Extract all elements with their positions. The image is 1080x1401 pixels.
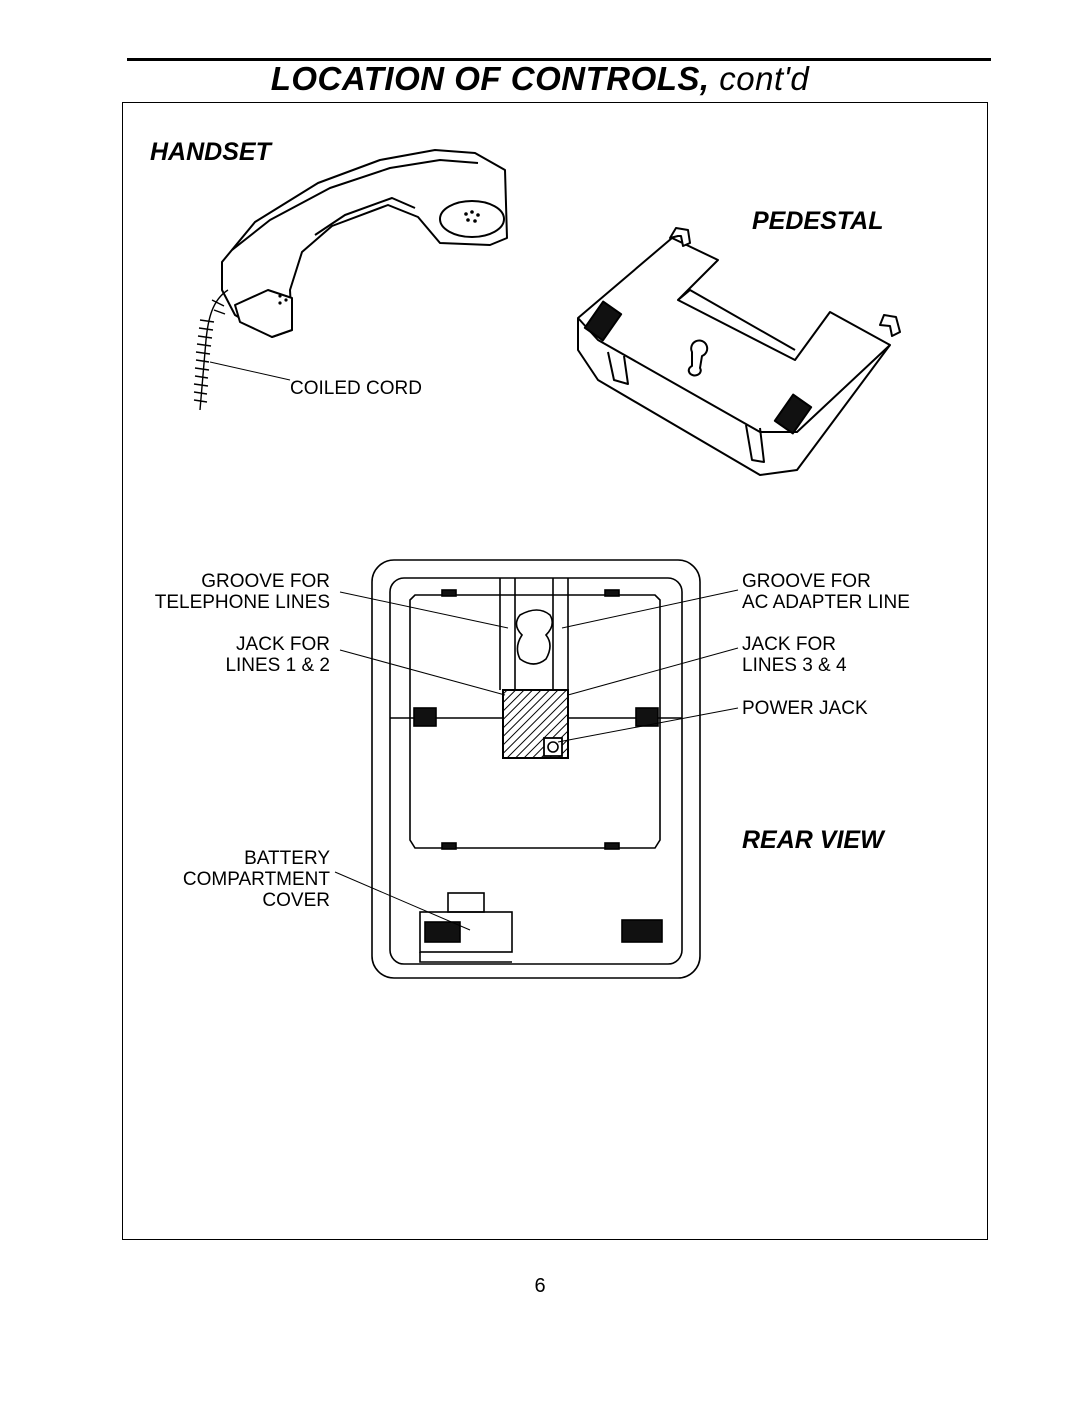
handset-drawing [193, 149, 508, 411]
page-title-suffix: cont'd [719, 60, 810, 97]
mouthpiece-holes [278, 294, 288, 305]
coiled-cord-label: COILED CORD [290, 378, 422, 399]
leader-jack-lines-1-2 [339, 649, 506, 696]
callout-jack-lines-1-2-line2: LINES 1 & 2 [225, 655, 330, 676]
earpiece-holes [464, 210, 480, 223]
callout-power-jack: POWER JACK [742, 698, 868, 719]
base-rim [409, 594, 661, 849]
pedestal-hook-right [879, 314, 901, 337]
callout-groove-telephone-line1: GROOVE FOR [201, 571, 330, 592]
bottom-tab-left [441, 842, 457, 850]
power-jack-hole [547, 741, 559, 753]
side-tab-left [413, 707, 437, 727]
top-tab-right [604, 589, 620, 597]
leader-jack-lines-3-4 [567, 647, 739, 696]
battery-cover-latch [447, 892, 485, 913]
callout-jack-lines-3-4: JACK FOR LINES 3 & 4 [742, 634, 847, 676]
leader-groove-telephone [339, 591, 509, 629]
handset-mouth-face [234, 289, 293, 338]
callout-groove-ac-line2: AC ADAPTER LINE [742, 592, 910, 613]
handset-label: HANDSET [150, 138, 271, 166]
foot-pad-right [621, 919, 663, 943]
battery-cover-grip [424, 921, 461, 943]
bottom-tab-right [604, 842, 620, 850]
pedestal-pad-left [583, 300, 623, 342]
pedestal-notch [677, 289, 796, 351]
base-inner [389, 577, 683, 965]
leader-groove-ac [561, 589, 739, 629]
pedestal-label: PEDESTAL [752, 207, 884, 235]
coiled-cord-leader [209, 361, 291, 381]
power-jack [543, 737, 563, 757]
coiled-cord [193, 289, 229, 411]
rear-view-label: REAR VIEW [742, 826, 884, 854]
handset-top-edge [231, 159, 479, 251]
callout-jack-lines-1-2: JACK FOR LINES 1 & 2 [150, 634, 330, 676]
base-outer [371, 559, 701, 979]
pedestal-pad-right [773, 393, 813, 435]
callout-leaders [334, 589, 739, 931]
callout-jack-lines-1-2-line1: JACK FOR [236, 634, 330, 655]
page-title: LOCATION OF CONTROLS, cont'd [0, 60, 1080, 98]
callout-groove-ac: GROOVE FOR AC ADAPTER LINE [742, 571, 910, 613]
callout-battery-cover: BATTERY COMPARTMENT COVER [130, 848, 330, 911]
pedestal-drawing [577, 227, 901, 476]
handset-inner-curve [314, 197, 416, 236]
callout-battery-cover-line2: COMPARTMENT [182, 869, 330, 890]
rear-view-drawing [371, 559, 701, 979]
leader-power-jack [557, 707, 739, 743]
content-frame [122, 102, 988, 1240]
pedestal-hook-left [669, 227, 691, 247]
pedestal-keyhole [687, 339, 709, 377]
leader-battery-cover [334, 871, 471, 931]
callout-groove-ac-line1: GROOVE FOR [742, 571, 871, 592]
side-tab-right [635, 707, 659, 727]
callout-jack-lines-3-4-line1: JACK FOR [742, 634, 836, 655]
page-title-main: LOCATION OF CONTROLS, [270, 60, 710, 97]
callout-battery-cover-line3: COVER [262, 890, 330, 911]
pedestal-clip-left [607, 351, 629, 385]
callout-groove-telephone-line2: TELEPHONE LINES [154, 592, 330, 613]
pedestal-clip-right [745, 424, 765, 463]
page-number: 6 [534, 1275, 546, 1297]
pedestal-base [577, 237, 891, 476]
base-bottom-lip [419, 952, 512, 963]
title-rule [127, 58, 991, 61]
callout-battery-cover-line1: BATTERY [244, 848, 330, 869]
callout-groove-telephone: GROOVE FOR TELEPHONE LINES [150, 571, 330, 613]
rear-keyhole [515, 609, 554, 665]
callout-jack-lines-3-4-line2: LINES 3 & 4 [742, 655, 847, 676]
handset-earpiece [439, 200, 505, 238]
top-tab-left [441, 589, 457, 597]
